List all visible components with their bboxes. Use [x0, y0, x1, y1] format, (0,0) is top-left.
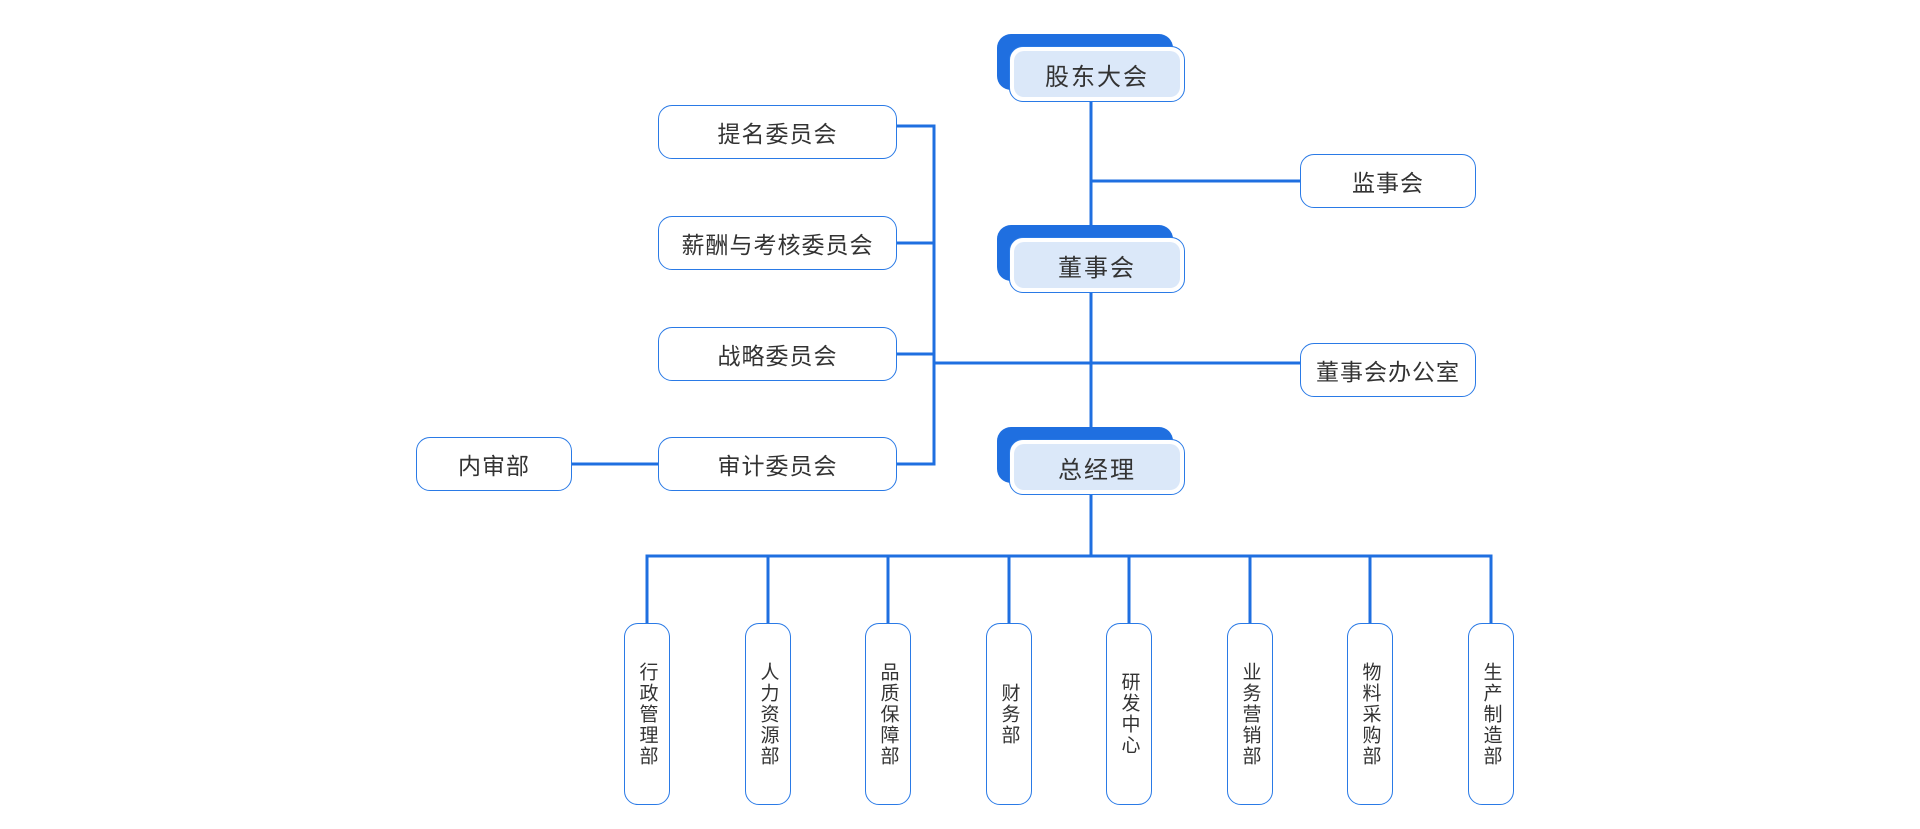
department-node: 生产制造部: [1468, 623, 1514, 805]
node-frame: 股东大会: [1009, 46, 1185, 102]
board-of-directors-label: 董事会: [1014, 242, 1180, 288]
department-node: 品质保障部: [865, 623, 911, 805]
shareholders-meeting-label: 股东大会: [1014, 51, 1180, 97]
department-node: 财务部: [986, 623, 1032, 805]
board-office-node: 董事会办公室: [1300, 343, 1476, 397]
nomination-committee-node: 提名委员会: [658, 105, 897, 159]
node-frame: 总经理: [1009, 439, 1185, 495]
supervisory-board-node: 监事会: [1300, 154, 1476, 208]
department-node: 人力资源部: [745, 623, 791, 805]
general-manager-node: 总经理: [997, 427, 1185, 495]
department-node: 物料采购部: [1347, 623, 1393, 805]
strategy-committee-node: 战略委员会: [658, 327, 897, 381]
board-of-directors-node: 董事会: [997, 225, 1185, 293]
compensation-committee-node: 薪酬与考核委员会: [658, 216, 897, 270]
shareholders-meeting-node: 股东大会: [997, 34, 1185, 102]
node-frame: 董事会: [1009, 237, 1185, 293]
audit-committee-node: 审计委员会: [658, 437, 897, 491]
general-manager-label: 总经理: [1014, 444, 1180, 490]
department-node: 研发中心: [1106, 623, 1152, 805]
internal-audit-node: 内审部: [416, 437, 572, 491]
department-node: 行政管理部: [624, 623, 670, 805]
department-node: 业务营销部: [1227, 623, 1273, 805]
